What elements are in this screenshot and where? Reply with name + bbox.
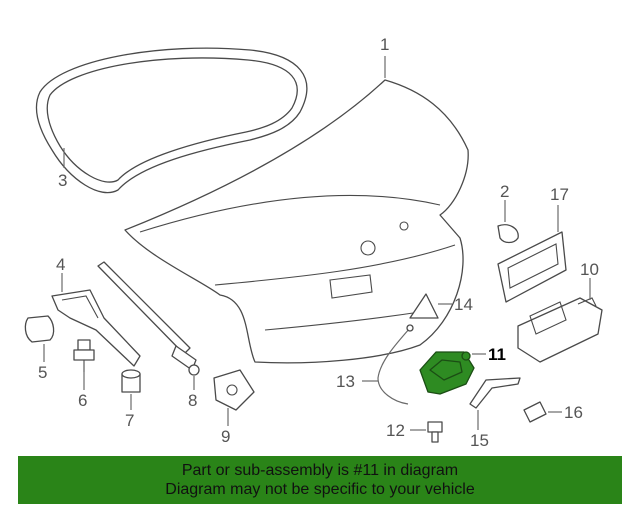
callout-7: 7 xyxy=(125,411,134,430)
callout-1: 1 xyxy=(380,35,389,54)
part-7-grommet xyxy=(121,369,141,393)
part-5-buffer xyxy=(24,315,55,343)
callout-15: 15 xyxy=(470,431,489,450)
part-3-weatherstrip xyxy=(35,47,308,194)
banner-line-disclaimer: Diagram may not be specific to your vehi… xyxy=(165,481,475,498)
callout-13: 13 xyxy=(336,372,355,391)
callout-17: 17 xyxy=(550,185,569,204)
part-4-hinge xyxy=(51,289,141,367)
callout-8: 8 xyxy=(188,391,197,410)
callout-12: 12 xyxy=(386,421,405,440)
callout-2: 2 xyxy=(500,182,509,201)
callout-16: 16 xyxy=(564,403,583,422)
part-13-cable xyxy=(377,324,414,405)
callout-numbers: 1 2 3 4 5 6 7 8 9 10 11 12 13 14 15 16 1… xyxy=(38,35,599,450)
part-17-frame xyxy=(497,231,567,303)
callout-4: 4 xyxy=(56,255,65,274)
callout-3: 3 xyxy=(58,171,67,190)
callout-11: 11 xyxy=(488,345,506,364)
part-6-bolt xyxy=(73,339,95,372)
part-16-bolt xyxy=(523,401,547,423)
callout-6: 6 xyxy=(78,391,87,410)
part-9-bracket xyxy=(213,369,255,411)
callout-5: 5 xyxy=(38,363,47,382)
callout-10: 10 xyxy=(580,260,599,279)
callout-14: 14 xyxy=(454,295,473,314)
part-10-latch xyxy=(517,297,603,363)
info-banner: Part or sub-assembly is #11 in diagram D… xyxy=(18,456,622,504)
callout-9: 9 xyxy=(221,427,230,446)
part-15-striker xyxy=(469,377,521,409)
part-11-actuator-highlighted xyxy=(419,351,475,395)
part-1-trunk-lid xyxy=(124,79,469,364)
leader-lines xyxy=(43,56,591,431)
part-8-strut xyxy=(97,261,200,376)
part-14-pad xyxy=(409,293,439,319)
part-2-clip xyxy=(497,224,519,244)
parts-diagram: 1 2 3 4 5 6 7 8 9 10 11 12 13 14 15 16 1… xyxy=(24,35,603,450)
part-12-bolt xyxy=(427,421,443,443)
banner-line-part: Part or sub-assembly is #11 in diagram xyxy=(181,462,459,479)
